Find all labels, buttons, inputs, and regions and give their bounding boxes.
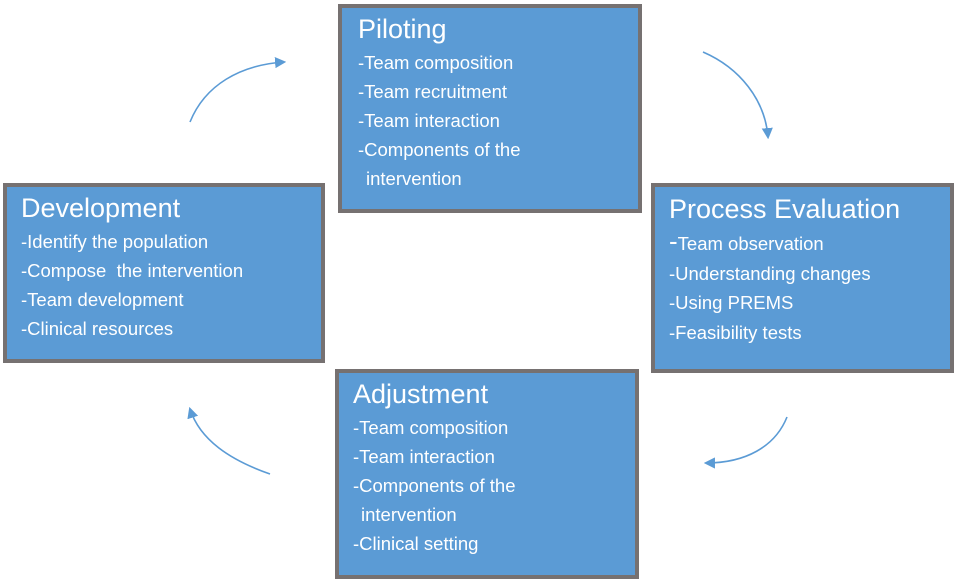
development-list: -Identify the population -Compose the in… [21,227,309,343]
adjustment-item: -Clinical setting [353,533,479,554]
process-evaluation-item: -Using PREMS [669,292,794,313]
development-box: Development -Identify the population -Co… [3,183,325,363]
process-evaluation-item: -Understanding changes [669,262,871,284]
process-evaluation-title: Process Evaluation [669,194,901,224]
process-evaluation-item: -Feasibility tests [669,321,802,343]
arrow-development-to-piloting [189,57,287,123]
piloting-box: Piloting -Team composition -Team recruit… [338,4,642,213]
arrow-process-to-adjustment [703,416,788,469]
piloting-item: -Team composition [358,52,514,73]
process-evaluation-box: Process Evaluation -Team observation -Un… [651,183,954,373]
piloting-title: Piloting [358,14,447,44]
adjustment-item: -Components of the [353,475,516,496]
development-item: -Team development [21,289,184,310]
development-item: -Clinical resources [21,318,174,339]
arrow-piloting-to-process [702,51,773,140]
process-evaluation-list: -Team observation -Understanding changes… [669,226,938,347]
piloting-list: -Team composition -Team recruitment -Tea… [358,48,626,193]
development-item: -Compose the intervention [21,260,244,281]
piloting-item-wrap: intervention [366,168,462,189]
process-evaluation-item-text: Team observation [677,233,824,254]
adjustment-box: Adjustment -Team composition -Team inter… [335,369,639,579]
piloting-item: -Components of the [358,139,521,160]
adjustment-item-continuation: intervention [353,500,623,529]
development-title: Development [21,193,181,223]
process-evaluation-item: -Team observation [669,226,938,259]
process-evaluation-dash: - [669,226,678,256]
adjustment-item: -Team interaction [353,446,495,467]
arrow-adjustment-to-development [187,406,271,475]
piloting-item: -Team recruitment [358,81,508,102]
adjustment-title: Adjustment [353,379,489,409]
adjustment-list: -Team composition -Team interaction -Com… [353,413,623,558]
piloting-item: -Team interaction [358,110,500,131]
development-item: -Identify the population [21,231,209,252]
adjustment-item: -Team composition [353,417,509,438]
piloting-item-continuation: intervention [358,164,626,193]
adjustment-item-wrap: intervention [361,504,457,525]
